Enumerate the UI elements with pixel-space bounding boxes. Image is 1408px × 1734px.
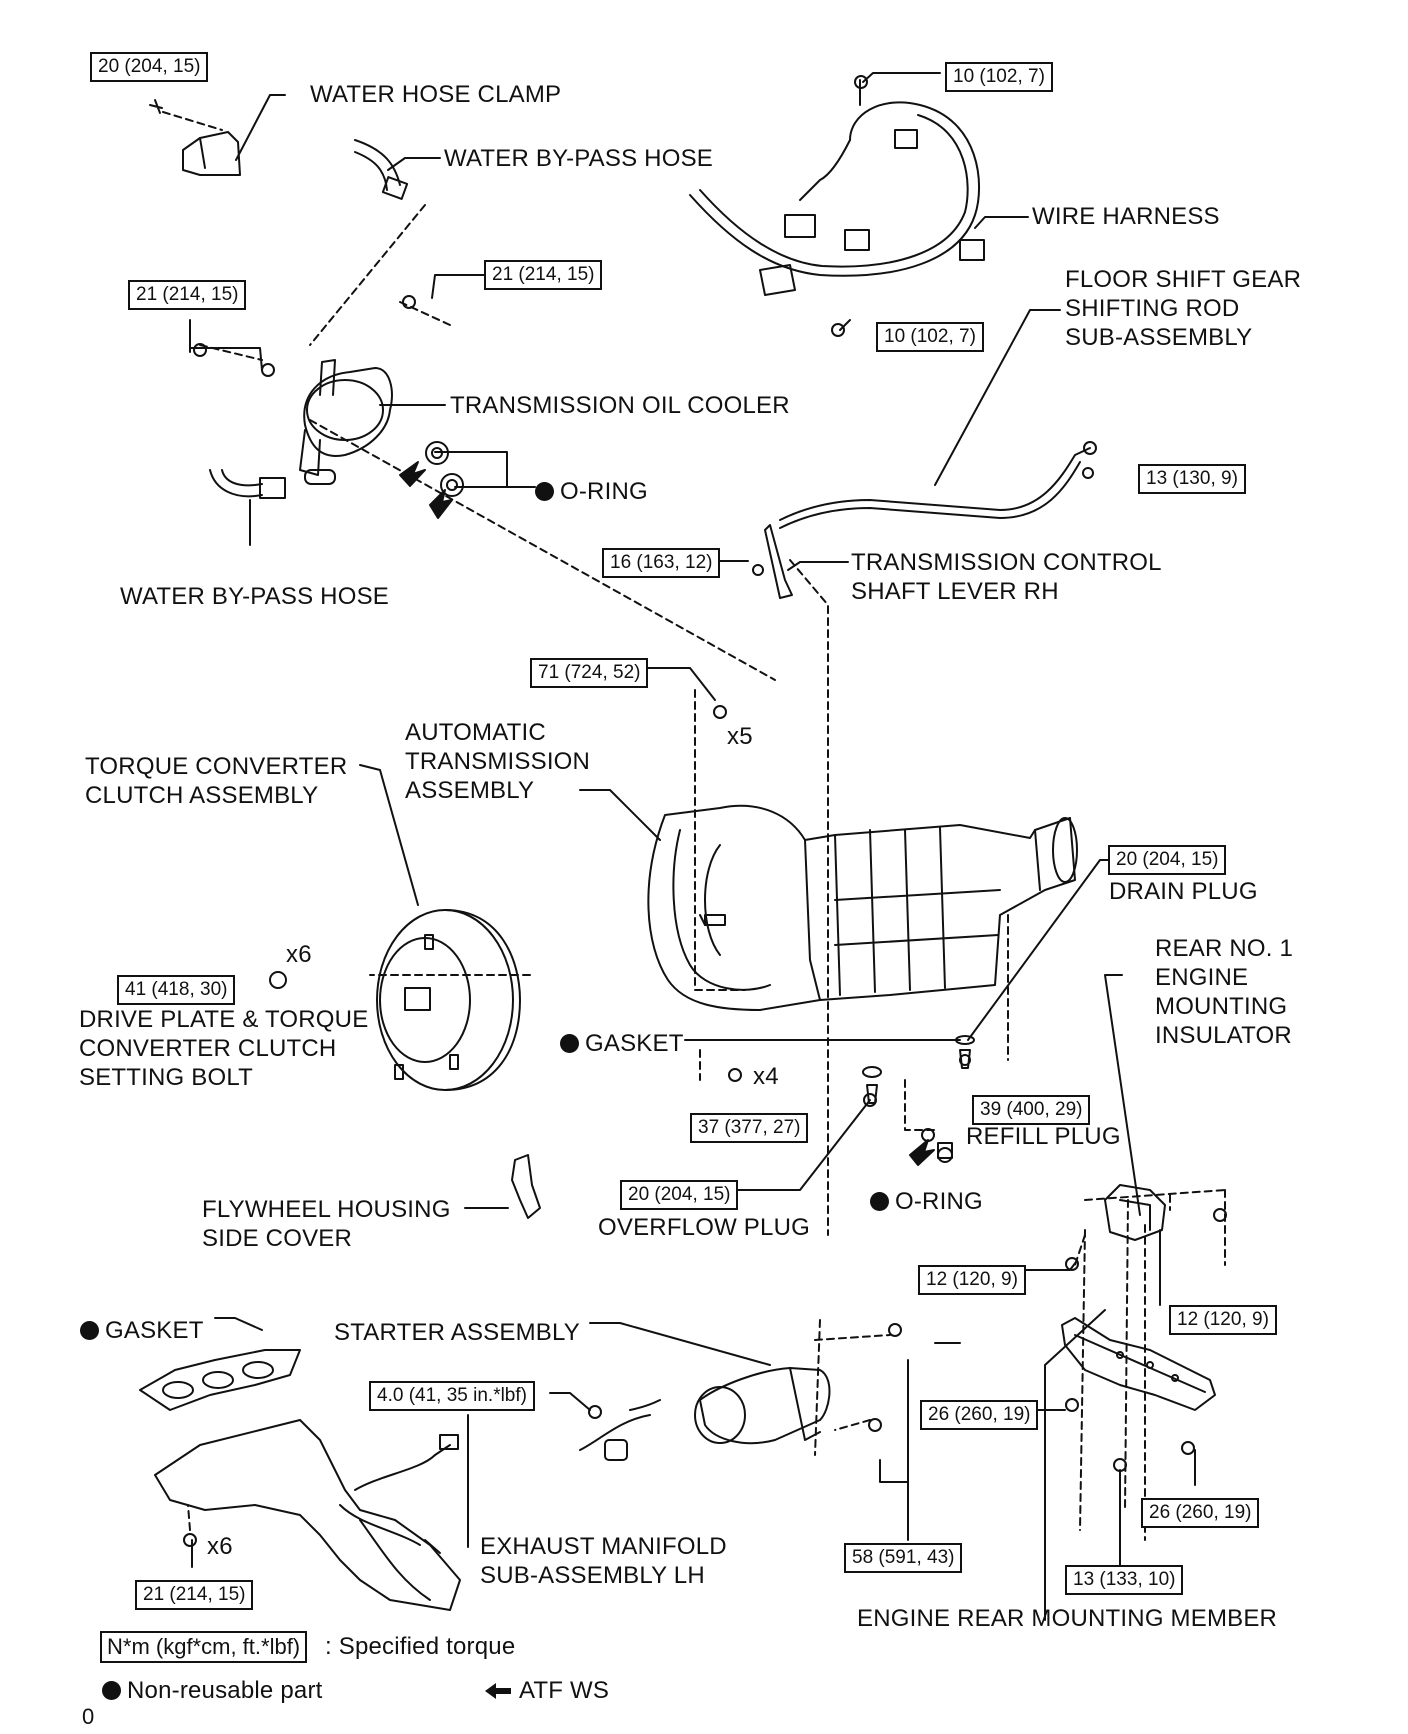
legend-nonreusable-text: Non-reusable part — [127, 1677, 323, 1704]
label-flywheel-housing-side-cover: FLYWHEEL HOUSING SIDE COVER — [202, 1196, 451, 1252]
label-starter-assembly: STARTER ASSEMBLY — [334, 1319, 580, 1346]
drain-plug — [955, 1035, 975, 1069]
water-bypass-hose-bottom — [209, 469, 286, 499]
label-gasket-bottom: GASKET — [80, 1316, 204, 1345]
alignment-lines — [162, 111, 1226, 1541]
torque-box-transmission-top: 71 (724, 52) — [530, 658, 649, 688]
bolts — [183, 75, 1227, 1547]
o-ring-text: O-RING — [895, 1188, 983, 1215]
legend-torque-unit: N*m (kgf*cm, ft.*lbf) — [100, 1631, 308, 1663]
multiplier-x4: x4 — [753, 1063, 779, 1090]
label-refill-plug: REFILL PLUG — [966, 1123, 1121, 1150]
wire-harness — [689, 79, 985, 331]
label-o-ring-top: O-RING — [535, 477, 648, 506]
torque-box-cooler-left: 21 (214, 15) — [128, 280, 247, 310]
flywheel-housing-side-cover — [511, 1154, 541, 1219]
label-water-hose-clamp: WATER HOSE CLAMP — [310, 81, 562, 108]
o-rings-top — [425, 441, 464, 497]
gasket-text: GASKET — [105, 1317, 204, 1344]
floor-shift-rod — [779, 441, 1097, 529]
rear-mounting-insulator — [1104, 1184, 1166, 1241]
torque-box-drive-plate-bolt: 41 (418, 30) — [117, 975, 236, 1005]
label-torque-converter: TORQUE CONVERTER CLUTCH ASSEMBLY — [85, 753, 348, 809]
starter-assembly — [579, 1367, 831, 1461]
label-engine-rear-mounting-member: ENGINE REAR MOUNTING MEMBER — [857, 1605, 1278, 1632]
label-automatic-transmission: AUTOMATIC TRANSMISSION ASSEMBLY — [405, 719, 591, 804]
torque-box-overflow-plug: 20 (204, 15) — [620, 1180, 739, 1210]
label-transmission-control-shaft-lever: TRANSMISSION CONTROL SHAFT LEVER RH — [851, 549, 1162, 605]
label-rear-no1-insulator: REAR NO. 1 ENGINE MOUNTING INSULATOR — [1155, 935, 1294, 1049]
nonreusable-dot-icon — [870, 1192, 889, 1211]
torque-box-refill-plug: 39 (400, 29) — [972, 1095, 1091, 1125]
torque-box-shift-rod: 13 (130, 9) — [1138, 464, 1246, 494]
label-water-bypass-hose-top: WATER BY-PASS HOSE — [444, 145, 713, 172]
legend-specified-torque: : Specified torque — [325, 1633, 516, 1660]
label-gasket-mid: GASKET — [560, 1029, 684, 1058]
torque-box-member-right: 26 (260, 19) — [1141, 1498, 1260, 1528]
label-o-ring-mid: O-RING — [870, 1187, 983, 1216]
torque-box-exhaust-manifold: 21 (214, 15) — [135, 1580, 254, 1610]
apply-arrows — [399, 461, 935, 1166]
transmission-oil-cooler — [299, 359, 393, 485]
torque-box-water-hose-clamp: 20 (204, 15) — [90, 52, 209, 82]
nonreusable-dot-icon — [535, 482, 554, 501]
torque-box-housing-bolts-x4: 37 (377, 27) — [690, 1113, 809, 1143]
multiplier-x5: x5 — [727, 723, 753, 750]
label-transmission-oil-cooler: TRANSMISSION OIL COOLER — [450, 392, 790, 419]
torque-box-harness-bottom: 10 (102, 7) — [876, 322, 984, 352]
torque-box-starter-wire: 4.0 (41, 35 in.*lbf) — [369, 1381, 535, 1411]
o-ring-text: O-RING — [560, 478, 648, 505]
label-overflow-plug: OVERFLOW PLUG — [598, 1214, 810, 1241]
torque-box-control-lever: 16 (163, 12) — [602, 548, 721, 578]
engine-rear-mounting-member — [1061, 1317, 1216, 1411]
legend-atf-text: ATF WS — [519, 1677, 610, 1704]
exhaust-manifold — [154, 1419, 461, 1611]
label-drive-plate-bolt: DRIVE PLATE & TORQUE CONVERTER CLUTCH SE… — [79, 1006, 369, 1091]
overflow-plug — [862, 1066, 882, 1104]
legend-atf-ws: ATF WS — [485, 1676, 609, 1705]
label-water-bypass-hose-bottom: WATER BY-PASS HOSE — [120, 583, 389, 610]
label-floor-shift-gear-rod: FLOOR SHIFT GEAR SHIFTING ROD SUB-ASSEMB… — [1065, 266, 1302, 351]
water-bypass-hose-top — [354, 139, 409, 200]
torque-box-cooler-right: 21 (214, 15) — [484, 260, 603, 290]
automatic-transmission — [647, 804, 1078, 1011]
label-exhaust-manifold: EXHAUST MANIFOLD SUB-ASSEMBLY LH — [480, 1533, 727, 1589]
torque-box-drain-plug: 20 (204, 15) — [1108, 845, 1227, 875]
leader-lines — [189, 72, 1196, 1621]
torque-box-member-nut: 13 (133, 10) — [1065, 1565, 1184, 1595]
torque-box-insulator-right: 12 (120, 9) — [1169, 1305, 1277, 1335]
exhaust-gasket — [139, 1349, 301, 1411]
torque-converter — [376, 909, 521, 1091]
torque-box-harness-top: 10 (102, 7) — [945, 62, 1053, 92]
shaft-lever — [764, 524, 793, 599]
multiplier-x6-manifold: x6 — [207, 1533, 233, 1560]
torque-box-starter-bolts: 58 (591, 43) — [844, 1543, 963, 1573]
water-hose-clamp — [149, 99, 241, 176]
nonreusable-dot-icon — [80, 1321, 99, 1340]
apply-arrow-icon — [485, 1683, 511, 1699]
label-drain-plug: DRAIN PLUG — [1109, 878, 1258, 905]
multiplier-x6-bolt: x6 — [286, 941, 312, 968]
nonreusable-dot-icon — [102, 1681, 121, 1700]
nonreusable-dot-icon — [560, 1034, 579, 1053]
gasket-text: GASKET — [585, 1030, 684, 1057]
torque-box-member-left: 26 (260, 19) — [920, 1400, 1039, 1430]
torque-box-insulator-left: 12 (120, 9) — [918, 1265, 1026, 1295]
legend-nonreusable-part: Non-reusable part — [102, 1676, 323, 1705]
label-wire-harness: WIRE HARNESS — [1032, 203, 1220, 230]
footer-mark: 0 — [82, 1704, 95, 1729]
